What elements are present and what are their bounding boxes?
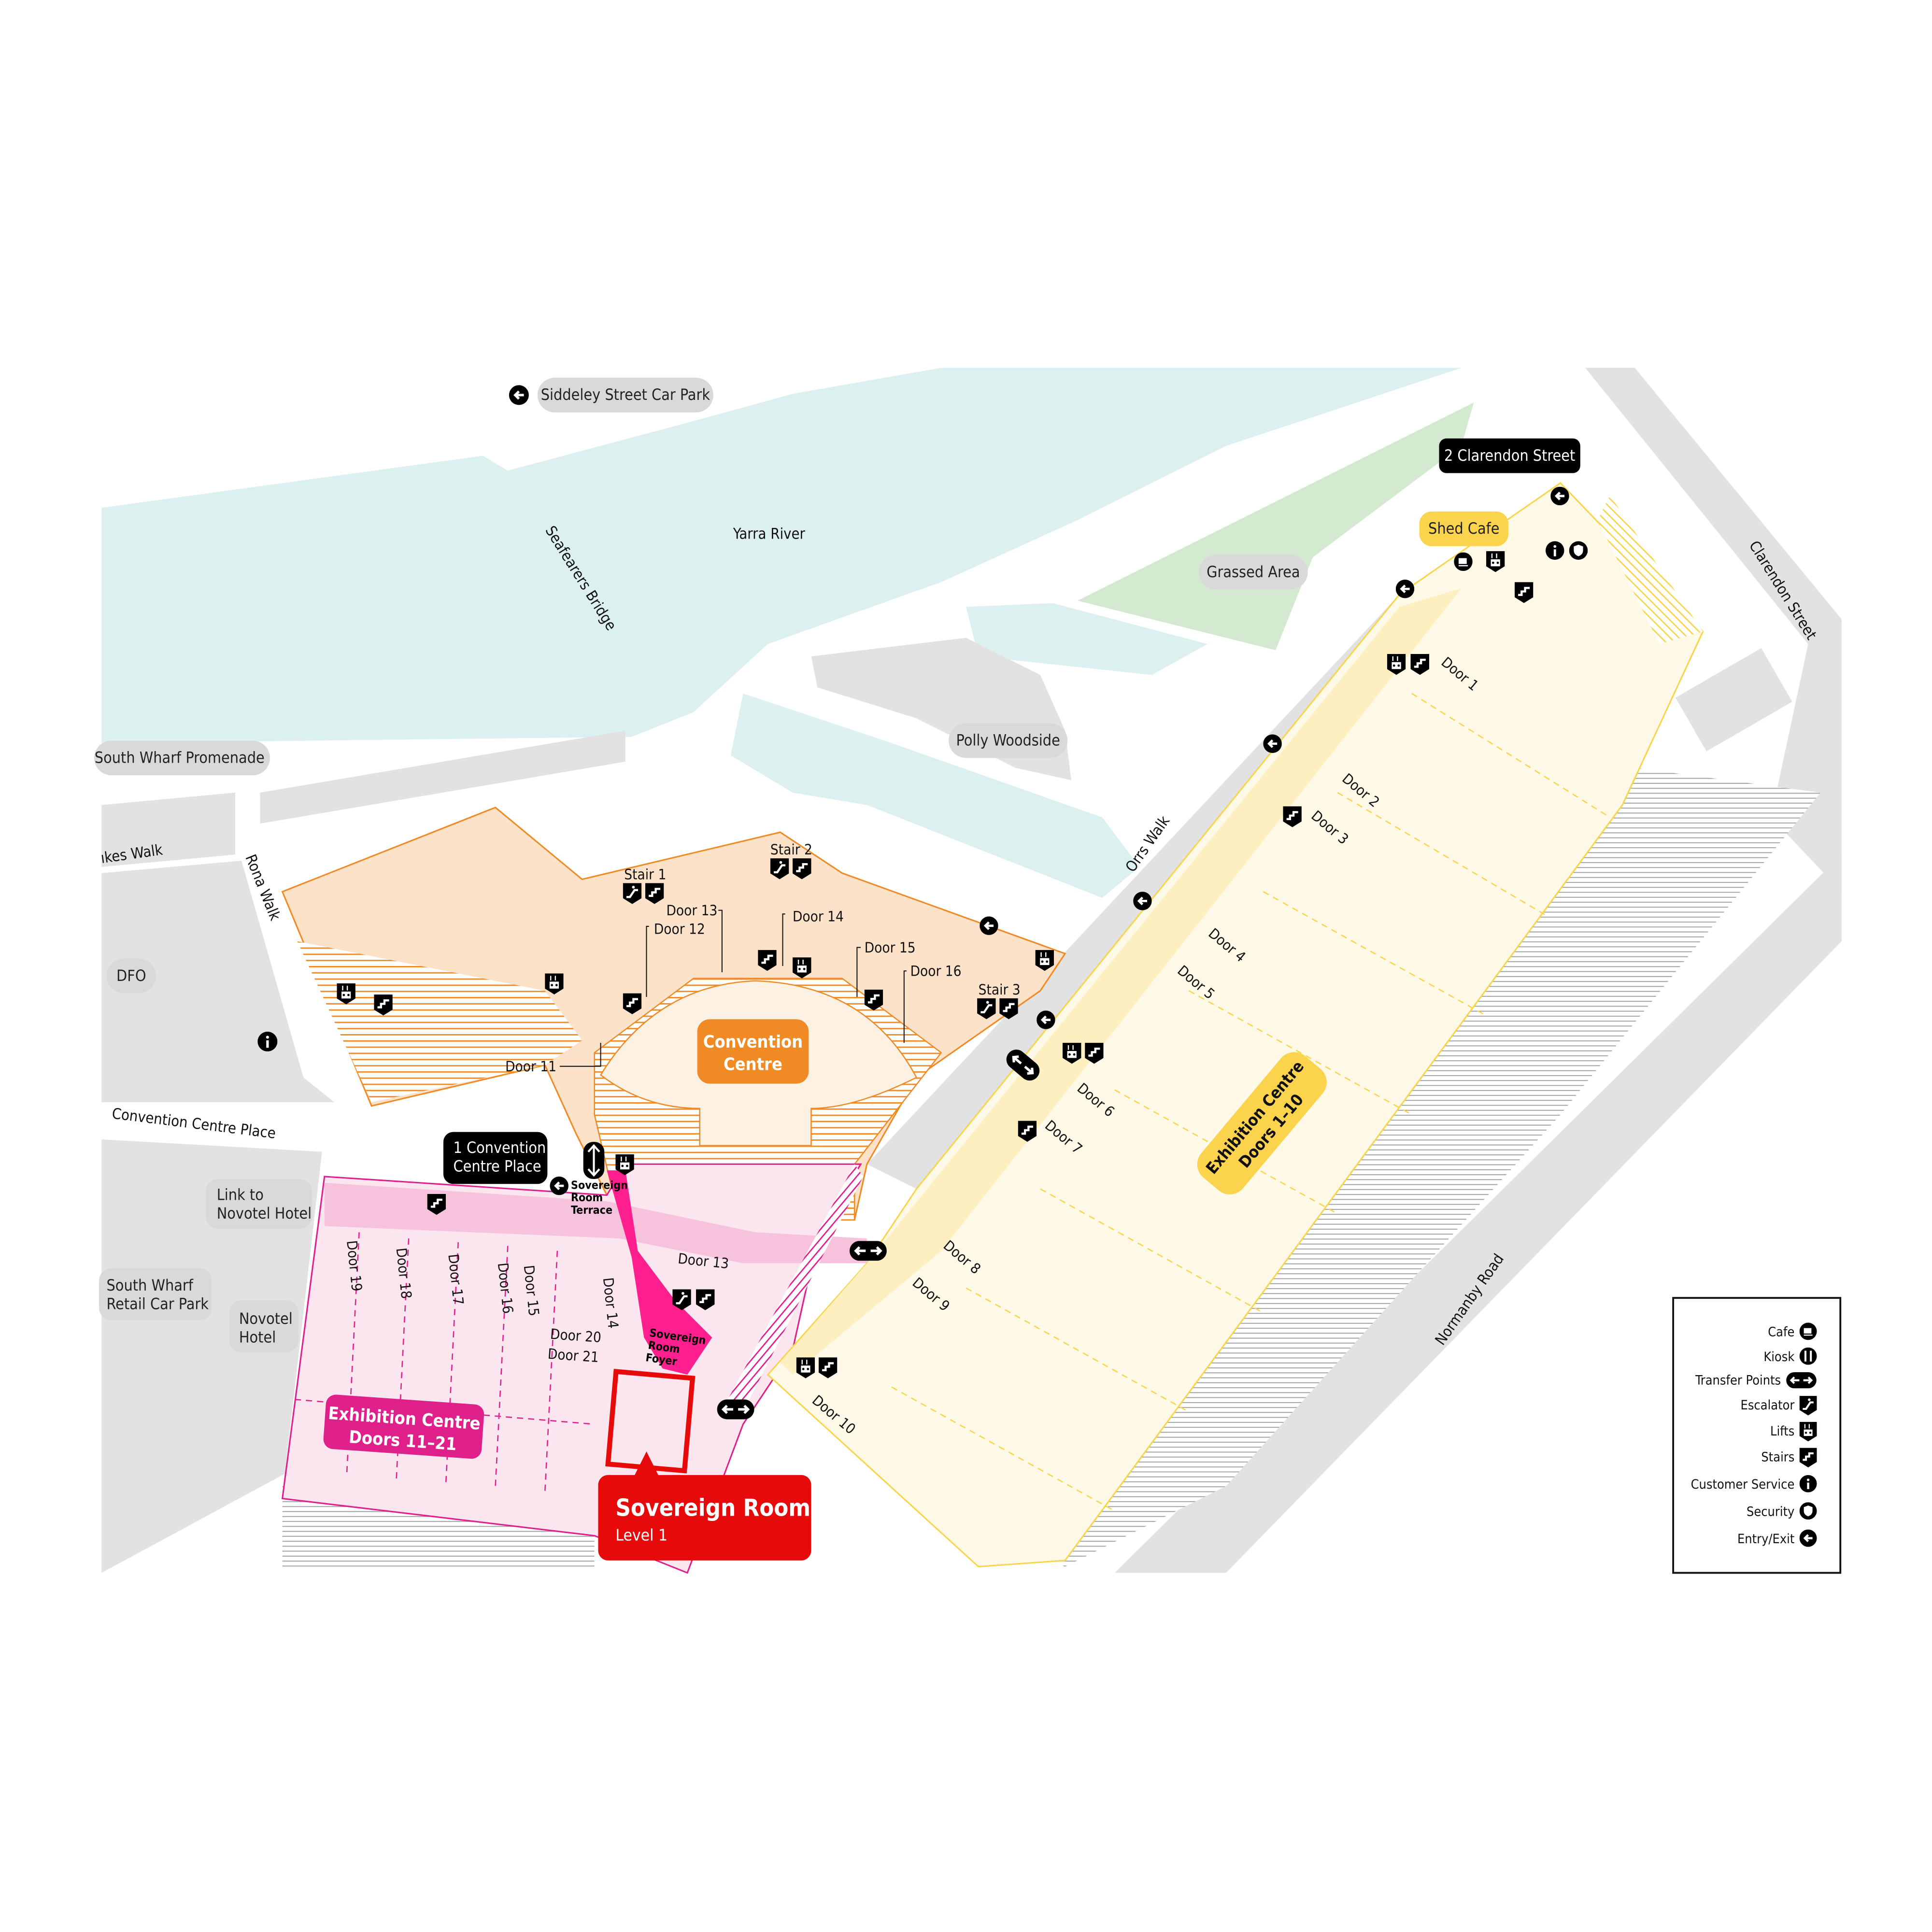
convention-label-bg xyxy=(697,1019,809,1084)
novotel-label-2: Hotel xyxy=(239,1328,276,1346)
door-13-label: Door 13 xyxy=(666,902,717,919)
info-icon[interactable] xyxy=(257,1031,278,1051)
grassed-area-label: Grassed Area xyxy=(1207,563,1300,581)
dock-basin xyxy=(966,603,1208,675)
map-icons xyxy=(257,487,1588,1420)
entry-exit-icon xyxy=(1800,1530,1817,1547)
terrace-label-1: Sovereign xyxy=(571,1179,628,1192)
stair-2-label: Stair 2 xyxy=(770,841,812,858)
exhibition-north-label-bg xyxy=(1197,1052,1327,1194)
terrace-label-3: Terrace xyxy=(571,1204,612,1217)
promenade-label: South Wharf Promenade xyxy=(95,748,265,767)
door-12-label: Door 12 xyxy=(654,921,705,937)
hatched-ground-east xyxy=(1015,767,1821,1567)
door-16-label: Door 16 xyxy=(910,963,962,980)
sovereign-room-foyer xyxy=(607,1170,712,1375)
parking-icon xyxy=(509,385,529,405)
transfer-icon[interactable] xyxy=(717,1399,754,1419)
entry-exit-icon[interactable] xyxy=(1037,1010,1055,1029)
door-20-label: Door 20 xyxy=(550,1326,602,1346)
exhibition-south-label-bg xyxy=(323,1394,484,1459)
legend: Cafe Kiosk Transfer Points Escalator Lif… xyxy=(1672,1297,1842,1574)
stair-3-label: Stair 3 xyxy=(979,981,1021,998)
shed-cafe-label: Shed Cafe xyxy=(1428,519,1499,538)
door-leader-lines xyxy=(559,909,907,1067)
callout-title: Sovereign Room xyxy=(615,1494,810,1521)
ground-promenade xyxy=(260,730,625,824)
door-11-label: Door 11 xyxy=(505,1058,556,1075)
entry-exit-icon[interactable] xyxy=(550,1177,568,1195)
convention-title: Convention xyxy=(703,1032,803,1052)
convention-title-2: Centre xyxy=(724,1054,782,1074)
grassed-area-shape xyxy=(1077,402,1474,651)
door-15-label: Door 15 xyxy=(865,939,916,956)
sovereign-room[interactable] xyxy=(605,1369,696,1474)
legend-label: Transfer Points xyxy=(1695,1373,1781,1388)
polly-woodside-dock xyxy=(730,693,1139,898)
legend-label: Customer Service xyxy=(1691,1477,1795,1492)
ground-novotel xyxy=(101,1139,322,1573)
callout-subtitle: Level 1 xyxy=(615,1526,668,1545)
convention-seating-hatch xyxy=(297,941,582,1103)
south-ramp-hatch xyxy=(724,1164,864,1412)
stair-1-label: Stair 1 xyxy=(624,867,666,883)
security-icon[interactable] xyxy=(1569,541,1588,560)
link-novotel-label: Link to xyxy=(217,1186,264,1204)
retail-car-park-label: South Wharf xyxy=(107,1276,194,1294)
exhibition-centre-south[interactable]: Exhibition Centre Doors 11–21 Sovereign … xyxy=(281,1163,867,1574)
yarra-river-label: Yarra River xyxy=(733,525,806,542)
legend-label: Cafe xyxy=(1768,1325,1794,1340)
clarendon-2-label: 2 Clarendon Street xyxy=(1444,446,1575,465)
legend-label: Lifts xyxy=(1770,1424,1794,1439)
entry-exit-icon[interactable] xyxy=(1396,580,1414,598)
entry-exit-icon[interactable] xyxy=(1550,487,1569,505)
door-14-label: Door 14 xyxy=(793,909,844,925)
link-novotel-label-2: Novotel Hotel xyxy=(217,1204,312,1222)
legend-label: Security xyxy=(1747,1504,1794,1519)
dfo-label: DFO xyxy=(116,966,146,985)
north-concourse xyxy=(780,588,1462,1375)
info-icon[interactable] xyxy=(1546,541,1564,560)
entry-exit-icon[interactable] xyxy=(980,916,998,935)
entry-exit-icon[interactable] xyxy=(1133,892,1151,910)
north-hatch xyxy=(1597,495,1703,644)
cc-place-1-label-2: Centre Place xyxy=(453,1157,541,1176)
sovereign-room-callout[interactable]: Sovereign Room Level 1 xyxy=(598,1451,811,1561)
legend-label: Escalator xyxy=(1741,1398,1795,1413)
clarendon-road xyxy=(1585,368,1842,892)
door-21-label: Door 21 xyxy=(547,1346,599,1365)
building-east xyxy=(1675,648,1792,752)
cc-place-1-label: 1 Convention xyxy=(453,1138,546,1157)
transfer-icon[interactable] xyxy=(850,1241,887,1261)
legend-label: Stairs xyxy=(1761,1450,1794,1465)
ground-west xyxy=(101,793,236,867)
polly-woodside-label: Polly Woodside xyxy=(956,731,1060,750)
security-icon xyxy=(1799,1502,1817,1520)
kiosk-icon xyxy=(1800,1348,1817,1365)
info-icon xyxy=(1799,1475,1817,1492)
legend-label: Entry/Exit xyxy=(1737,1532,1794,1547)
cafe-icon[interactable] xyxy=(1454,552,1473,571)
legend-label: Kiosk xyxy=(1763,1350,1794,1364)
terrace-label-2: Room xyxy=(571,1192,603,1204)
novotel-label: Novotel xyxy=(239,1309,293,1328)
south-corridor xyxy=(324,1182,867,1264)
yarra-river xyxy=(101,368,1462,743)
transfer-icon xyxy=(1786,1372,1817,1388)
retail-car-park-label-2: Retail Car Park xyxy=(107,1294,209,1313)
entry-exit-icon[interactable] xyxy=(1263,735,1281,753)
exhibition-centre-north[interactable]: Exhibition Centre Doors 1–10 Door 1 Door… xyxy=(767,482,1704,1568)
convention-centre[interactable]: Convention Centre Stair 1 Stair 2 Stair … xyxy=(281,807,1066,1221)
car-park-label: Siddeley Street Car Park xyxy=(541,385,710,404)
cafe-icon xyxy=(1799,1322,1817,1340)
